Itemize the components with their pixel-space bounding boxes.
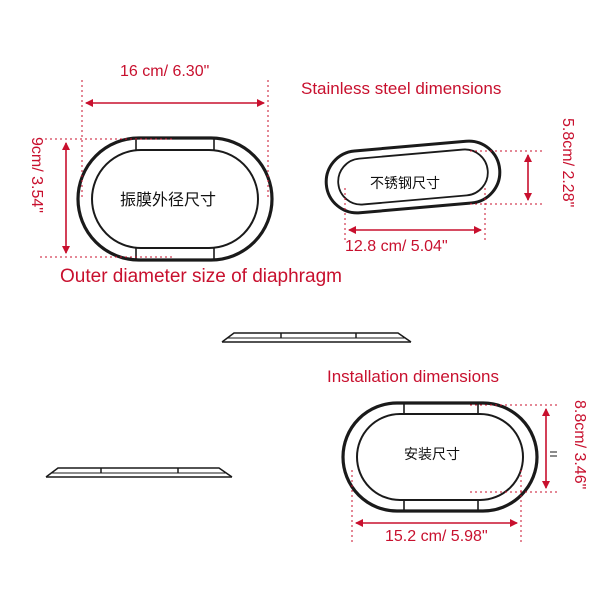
diaphragm-width-label: 16 cm/ 6.30"	[120, 63, 210, 80]
stainless-height-dimension	[470, 150, 545, 205]
installation-title: Installation dimensions	[327, 367, 499, 386]
installation-width-label: 15.2 cm/ 5.98"	[385, 528, 488, 545]
diaphragm-center-label: 振膜外径尺寸	[120, 190, 217, 209]
installation-ring	[341, 401, 539, 513]
installation-width-dimension	[351, 470, 522, 545]
diaphragm-ring	[76, 136, 274, 262]
side-profile-middle	[221, 332, 412, 343]
diaphragm-height-label: 9cm/ 3.54"	[28, 137, 45, 213]
installation-center-label: 安装尺寸	[404, 447, 460, 463]
stainless-ring	[324, 139, 502, 215]
stainless-width-dimension	[344, 188, 486, 240]
diaphragm-width-dimension	[81, 80, 269, 200]
side-profile-bottom	[45, 467, 233, 478]
installation-height-dimension	[470, 404, 560, 493]
stainless-title: Stainless steel dimensions	[301, 79, 502, 98]
stainless-width-label: 12.8 cm/ 5.04"	[345, 238, 448, 255]
diaphragm-height-dimension	[40, 138, 175, 258]
stainless-height-label: 5.8cm/ 2.28"	[559, 118, 576, 208]
installation-height-label: 8.8cm/ 3.46"	[571, 400, 588, 490]
stainless-center-label: 不锈钢尺寸	[370, 176, 440, 192]
diaphragm-caption: Outer diameter size of diaphragm	[60, 266, 342, 287]
